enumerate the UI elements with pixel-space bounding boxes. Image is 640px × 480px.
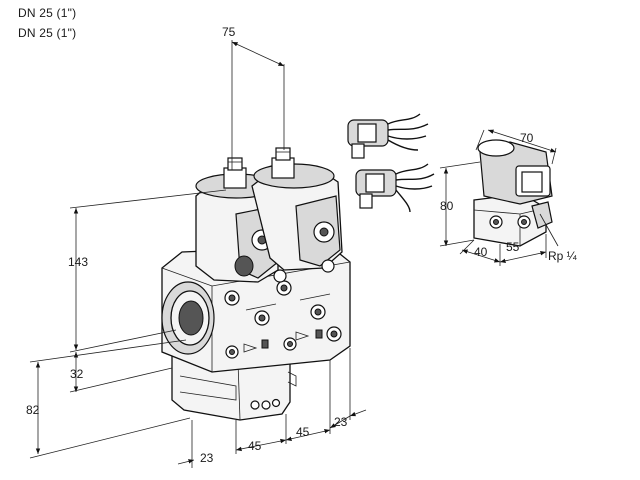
dim-top-width: 75: [222, 25, 236, 39]
dim-solenoid-height: 80: [440, 199, 454, 213]
dim-width-right: 45: [296, 425, 310, 439]
dim-height-total: 143: [68, 255, 88, 269]
dim-height-lower: 32: [70, 367, 84, 381]
dimension-lines: 75 143 32 82 23 45 45 23 70: [26, 25, 578, 468]
dim-solenoid-width: 70: [520, 131, 534, 145]
solenoid-thread-label: Rp ¼: [548, 249, 578, 263]
dim-height-base: 82: [26, 403, 40, 417]
dim-depth-right: 23: [334, 415, 348, 429]
dim-solenoid-base-depth: 40: [474, 245, 488, 259]
plug-connector-lower: [355, 163, 435, 213]
right-coil-housing: [251, 147, 343, 283]
solenoid-unit: [473, 139, 553, 247]
valve-assembly: [161, 147, 351, 421]
header-size-label-1: DN 25 (1"): [18, 6, 77, 20]
dim-depth-bottom: 23: [200, 451, 214, 465]
header-size-label-2: DN 25 (1"): [18, 26, 77, 40]
plug-connector-upper: [347, 113, 429, 159]
dim-solenoid-base-width: 55: [506, 240, 520, 254]
dim-width-left: 45: [248, 439, 262, 453]
valve-main-block: [161, 245, 351, 373]
